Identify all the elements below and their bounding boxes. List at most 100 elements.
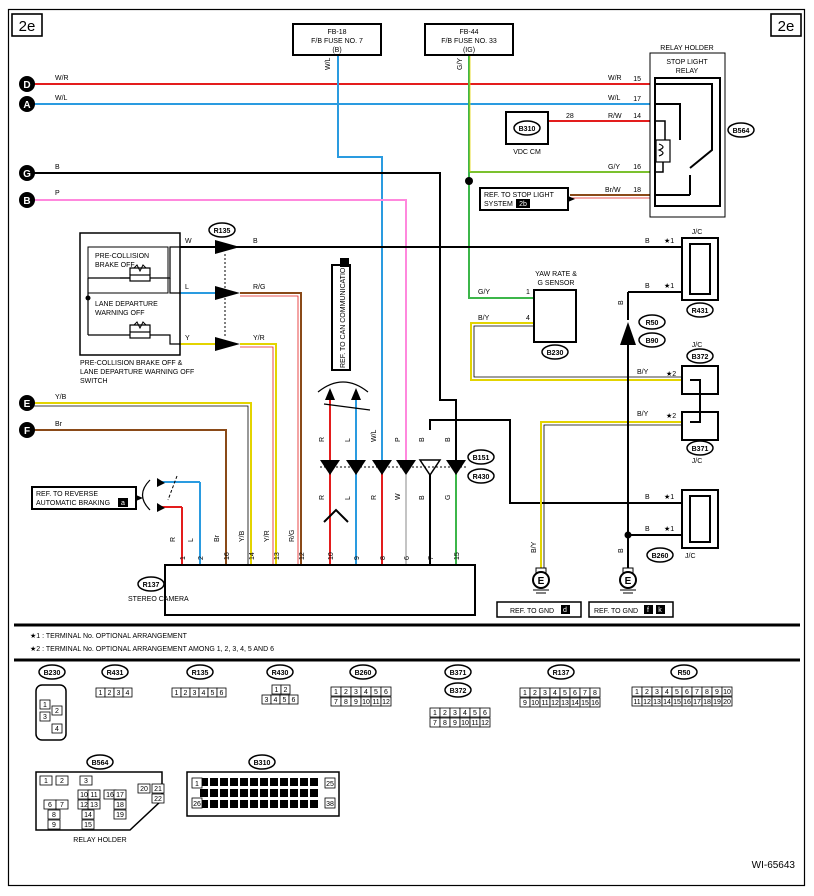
svg-text:A: A [23,100,30,111]
svg-text:Y: Y [185,335,190,342]
page-tag-right: 2e [770,13,802,37]
svg-text:16: 16 [224,552,231,560]
connector-b: B [19,192,35,208]
svg-text:YAW RATE &: YAW RATE & [535,271,577,278]
svg-text:4: 4 [55,726,59,733]
wire-e-yb [27,402,252,565]
svg-text:W/L: W/L [608,95,621,102]
svg-text:LANE DEPARTURE: LANE DEPARTURE [95,301,158,308]
svg-text:B90: B90 [646,338,659,345]
svg-text:B: B [445,437,452,442]
svg-text:★1: ★1 [664,282,674,290]
svg-text:WARNING OFF: WARNING OFF [95,310,145,317]
joint-connector-b372-b371: J/C B372 B371 J/C [681,342,719,465]
svg-text:4: 4 [665,689,669,696]
svg-text:B: B [645,283,650,290]
svg-text:B/Y: B/Y [637,411,649,418]
svg-text:14: 14 [663,699,671,706]
svg-text:★1: ★1 [664,525,674,533]
svg-text:★2: ★2 [666,412,676,420]
ground-fk: E [619,567,637,594]
svg-text:4: 4 [526,315,530,322]
svg-text:k: k [658,607,662,614]
svg-text:B/Y: B/Y [637,369,649,376]
connector-d: D [19,76,35,92]
svg-text:W: W [185,238,192,245]
badge-b260: B260 [349,664,377,680]
svg-text:B564: B564 [92,760,109,767]
svg-text:5: 5 [211,690,215,697]
page-border [7,8,806,887]
wire-f-br [27,429,227,565]
svg-text:REF. TO GND: REF. TO GND [594,608,638,615]
svg-text:R50: R50 [646,320,659,327]
svg-text:5: 5 [283,697,287,704]
fuse-fb18: FB-18 F/B FUSE NO. 7 (B) [292,23,382,56]
wire-b-p [27,199,407,460]
svg-text:2: 2 [60,778,64,785]
connector-r50-b90: R50 B90 [620,314,666,348]
fuse-fb44: FB-44 F/B FUSE NO. 33 (IG) [424,23,514,56]
svg-text:11: 11 [372,699,379,706]
svg-text:10: 10 [723,689,731,696]
svg-text:10: 10 [362,699,370,706]
svg-text:21: 21 [154,786,162,793]
svg-text:9: 9 [715,689,719,696]
badge-r431: R431 [101,664,129,680]
connector-f: F [19,422,35,438]
page-tag-left: 2e [11,13,43,37]
svg-text:B: B [645,494,650,501]
relay-pins: 15 17 14 16 18 [633,76,641,194]
svg-text:4: 4 [274,697,278,704]
svg-text:E: E [625,576,632,587]
svg-text:12: 12 [481,720,489,727]
svg-text:4: 4 [126,690,130,697]
svg-text:B: B [55,164,60,171]
svg-text:R: R [319,437,326,442]
svg-text:F/B FUSE NO. 7: F/B FUSE NO. 7 [311,38,363,45]
ref-gnd-fk: REF. TO GND f k [588,601,674,618]
svg-text:12: 12 [299,552,306,560]
svg-text:26: 26 [193,801,201,808]
svg-text:RELAY: RELAY [676,68,699,75]
svg-text:13: 13 [274,552,281,560]
badge-r135: R135 [186,664,214,680]
svg-text:B/Y: B/Y [531,541,538,553]
svg-text:2: 2 [344,689,348,696]
svg-text:14: 14 [571,700,579,707]
ref-reverse-automatic-braking: REF. TO REVERSE AUTOMATIC BRAKING a [31,486,143,510]
svg-text:2e: 2e [778,18,795,35]
svg-text:3: 3 [543,690,547,697]
svg-text:B151: B151 [473,455,490,462]
svg-text:J/C: J/C [692,229,703,236]
svg-text:16: 16 [683,699,691,706]
svg-text:R431: R431 [692,308,709,315]
svg-text:1: 1 [180,556,187,560]
svg-text:7: 7 [695,689,699,696]
svg-text:SYSTEM: SYSTEM [484,201,513,208]
badge-r430: R430 [266,664,294,680]
svg-text:13: 13 [90,802,98,809]
svg-text:16: 16 [591,700,599,707]
svg-text:38: 38 [326,801,334,808]
svg-text:R430: R430 [473,474,490,481]
svg-text:3: 3 [453,710,457,717]
joint-connector-r431: J/C R431 [681,229,719,318]
stereo-camera: R137 STEREO CAMERA [128,564,476,616]
svg-text:7: 7 [428,556,435,560]
svg-text:2: 2 [108,690,112,697]
svg-text:7: 7 [334,699,338,706]
svg-text:14: 14 [84,812,92,819]
svg-text:11: 11 [471,720,478,727]
svg-text:a: a [121,500,125,507]
svg-text:2: 2 [443,710,447,717]
svg-text:1: 1 [433,710,437,717]
connector-b151-r430: B151 R430 [320,449,495,484]
svg-text:REF. TO GND: REF. TO GND [510,608,554,615]
connector-badge-b564: B564 [727,122,755,138]
wire-rg [240,292,302,565]
svg-text:7: 7 [60,802,64,809]
svg-text:13: 13 [653,699,661,706]
svg-text:2e: 2e [19,18,36,35]
